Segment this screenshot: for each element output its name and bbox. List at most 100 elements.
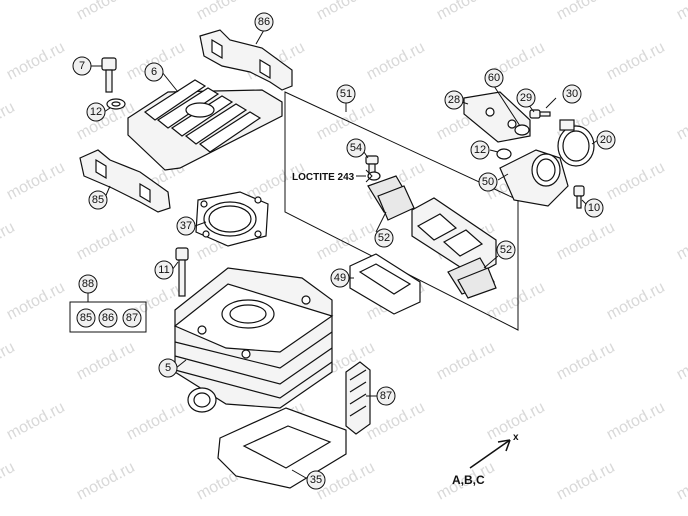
watermark-text: motod.ru [74,0,138,24]
callout-circle [176,216,196,236]
watermark-text: motod.ru [0,99,18,144]
callout-5: 5 [158,358,178,378]
callout-label: 30 [566,88,578,100]
callout-label: 85 [92,194,104,206]
watermark-text: motod.ru [604,279,668,324]
callout-29: 29 [516,88,536,108]
watermark-text: motod.ru [0,339,18,384]
watermark-text: motod.ru [124,399,188,444]
callout-circle [78,274,98,294]
callout-circle [254,12,274,32]
watermark-text: motod.ru [674,219,688,264]
direction-marker: x [513,432,519,443]
callout-label: 86 [102,312,114,324]
callout-label: 12 [90,106,102,118]
watermark-text: motod.ru [434,0,498,24]
direction-label: A,B,C [452,473,485,487]
callout-86: 86 [254,12,274,32]
direction-indicator: x A,B,C [452,432,519,487]
watermark-text: motod.ru [674,339,688,384]
callout-12a: 12 [86,102,106,122]
watermark-text: motod.ru [0,219,18,264]
callout-85b: 85 [76,308,96,328]
watermark-text: motod.ru [4,399,68,444]
watermark-text: motod.ru [74,219,138,264]
watermark-text: motod.ru [674,99,688,144]
manifold-washer [496,148,512,160]
callout-circle [496,240,516,260]
callout-label: 49 [334,272,346,284]
cylinder-head [127,79,283,171]
callout-circle [374,228,394,248]
reed-gasket [349,253,421,315]
watermark-text: motod.ru [194,0,258,24]
callout-circle [122,308,142,328]
callout-label: 50 [482,176,494,188]
callout-circle [306,470,326,490]
watermark-text: motod.ru [74,459,138,504]
callout-49: 49 [330,268,350,288]
callout-7: 7 [72,56,92,76]
watermark-text: motod.ru [0,459,18,504]
leader-lines [90,29,599,479]
flange-hardware [514,109,551,136]
callout-28: 28 [444,90,464,110]
callout-circle [330,268,350,288]
svg-text:LOCTITE 243: LOCTITE 243 [292,172,355,183]
callout-circle [346,138,366,158]
watermark-text: motod.ru [0,0,18,24]
callout-label: 11 [158,264,169,276]
watermark-text: motod.ru [554,459,618,504]
manifold-bolt [573,185,585,209]
watermark-text: motod.ru [604,399,668,444]
kit-box [69,301,147,333]
base-gasket [217,407,347,489]
callout-label: 87 [380,390,392,402]
callout-label: 87 [126,312,138,324]
callout-label: 54 [350,142,362,154]
watermark-text: motod.ru [554,0,618,24]
callout-circle [478,172,498,192]
head-bracket-top [199,29,293,91]
loctite-note: LOCTITE 243 [292,169,373,183]
callout-51: 51 [336,84,356,104]
callout-label: 29 [520,92,532,104]
callout-20: 20 [596,130,616,150]
callout-label: 60 [488,72,500,84]
callout-label: 35 [310,474,322,486]
callout-85a: 85 [88,190,108,210]
watermark-text: motod.ru [4,159,68,204]
callout-label: 7 [79,60,85,72]
head-bolt [101,57,126,110]
watermark-text: motod.ru [554,339,618,384]
callout-30: 30 [562,84,582,104]
callout-37: 37 [176,216,196,236]
callout-10: 10 [584,198,604,218]
reed-petals [367,175,497,299]
intake-flange [463,91,531,143]
watermark-text: motod.ru [4,39,68,84]
callout-circle [444,90,464,110]
callout-88: 88 [78,274,98,294]
callout-circle [470,140,490,160]
watermark-text: motod.ru [674,459,688,504]
callout-54: 54 [346,138,366,158]
watermark-text: motod.ru [604,159,668,204]
callout-circle [484,68,504,88]
callout-86b: 86 [98,308,118,328]
callout-label: 52 [378,232,390,244]
cylinder [173,267,334,413]
watermark-text: motod.ru [554,219,618,264]
callout-circle [376,386,396,406]
watermark-text: motod.ru [674,0,688,24]
callout-circle [158,358,178,378]
watermark-text: motod.ru [4,279,68,324]
watermark-text: motod.ru [314,219,378,264]
callout-label: 51 [340,88,352,100]
callout-circle [516,88,536,108]
callout-circle [144,62,164,82]
callout-60: 60 [484,68,504,88]
